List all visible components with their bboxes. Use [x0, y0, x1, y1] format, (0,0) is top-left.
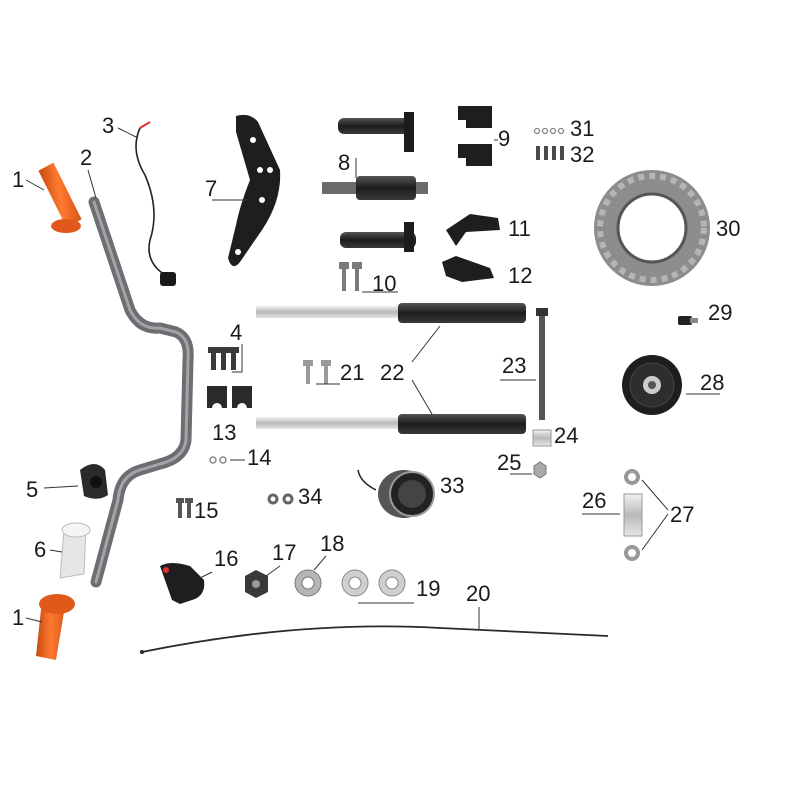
callout-11: 11 — [508, 216, 531, 241]
spacer-24-part[interactable] — [532, 429, 552, 447]
wheel-hub-part[interactable] — [622, 355, 682, 415]
callout-22: 22 — [380, 360, 404, 385]
callout-25: 25 — [497, 450, 521, 475]
valve-stem-part[interactable] — [678, 316, 698, 325]
callout-21: 21 — [340, 360, 364, 385]
callout-29: 29 — [708, 300, 732, 325]
callout-6: 6 — [34, 537, 46, 562]
callout-31: 31 — [570, 116, 594, 141]
callout-15: 15 — [194, 498, 218, 523]
headlight-part[interactable] — [357, 469, 435, 518]
axle-part[interactable] — [536, 308, 548, 420]
callout-4: 4 — [230, 320, 242, 345]
leader-line — [313, 555, 327, 571]
washers-31-part[interactable] — [533, 127, 565, 135]
callout-17: 17 — [272, 540, 296, 565]
leader-line — [641, 513, 669, 551]
washers-14-part[interactable] — [209, 456, 227, 464]
leader-line — [49, 549, 63, 553]
bracket-12-part[interactable] — [442, 256, 494, 282]
callout-8: 8 — [338, 150, 350, 175]
callout-30: 30 — [716, 216, 740, 241]
switch-wire-part[interactable] — [135, 121, 176, 286]
callout-24: 24 — [554, 423, 578, 448]
bolts-32-part[interactable] — [536, 146, 564, 160]
callout-16: 16 — [214, 546, 238, 571]
leader-line — [265, 565, 281, 577]
leader-line — [232, 344, 243, 373]
leader-line — [87, 169, 97, 199]
bar-clamps-part[interactable] — [207, 386, 252, 408]
callout-27: 27 — [670, 502, 694, 527]
nut-25-part[interactable] — [533, 461, 547, 479]
headlight-bracket-part[interactable] — [228, 114, 281, 267]
callout-13: 13 — [212, 420, 236, 445]
leader-line — [641, 479, 669, 511]
bearing-race-18-part[interactable] — [294, 569, 322, 597]
triple-tree-part[interactable] — [322, 112, 428, 252]
throttle-housing-part[interactable] — [80, 464, 108, 499]
callout-20: 20 — [466, 581, 490, 606]
bearings-19-part[interactable] — [341, 569, 406, 597]
callout-32: 32 — [570, 142, 594, 167]
grip-top-part[interactable] — [38, 160, 83, 233]
leader-line — [411, 325, 441, 363]
small-brackets-part[interactable] — [458, 106, 492, 166]
callout-33: 33 — [440, 473, 464, 498]
leader-line — [25, 179, 45, 191]
leader-line — [117, 127, 139, 139]
callout-19: 19 — [416, 576, 440, 601]
callout-2: 2 — [80, 145, 92, 170]
callout-23: 23 — [502, 353, 526, 378]
handlebar-highlight — [92, 200, 190, 584]
callout-1-top: 1 — [12, 167, 24, 192]
handlebar-part[interactable] — [88, 196, 194, 588]
fork-tubes-part[interactable] — [256, 303, 526, 434]
clamp-bolts-part[interactable] — [208, 347, 239, 370]
leader-line — [199, 571, 213, 579]
leader-line — [411, 379, 433, 415]
tire-part[interactable] — [594, 170, 710, 286]
callout-5: 5 — [26, 477, 38, 502]
leader-line — [43, 485, 79, 489]
callout-26: 26 — [582, 488, 606, 513]
grip-bottom-part[interactable] — [36, 594, 75, 660]
bolts-10-part[interactable] — [339, 262, 362, 291]
callout-3: 3 — [102, 113, 114, 138]
callout-7: 7 — [205, 176, 217, 201]
spacer-26-part[interactable] — [623, 493, 643, 537]
leader-line — [25, 617, 43, 623]
callout-18: 18 — [320, 531, 344, 556]
bracket-11-part[interactable] — [446, 214, 500, 246]
callout-9: 9 — [498, 126, 510, 151]
throttle-sleeve-part[interactable] — [59, 522, 91, 579]
stem-nut-17-part[interactable] — [245, 570, 268, 598]
bearings-27-part[interactable] — [624, 469, 640, 561]
callout-12: 12 — [508, 263, 532, 288]
switch-housing-part[interactable] — [160, 563, 205, 604]
washers-34-part[interactable] — [267, 493, 294, 505]
callout-14: 14 — [247, 445, 271, 470]
callout-34: 34 — [298, 484, 322, 509]
bolts-15-part[interactable] — [176, 498, 193, 518]
bolts-21-part[interactable] — [303, 360, 331, 384]
callout-28: 28 — [700, 370, 724, 395]
callout-1-bottom: 1 — [12, 605, 24, 630]
throttle-cable-part[interactable] — [140, 625, 609, 654]
